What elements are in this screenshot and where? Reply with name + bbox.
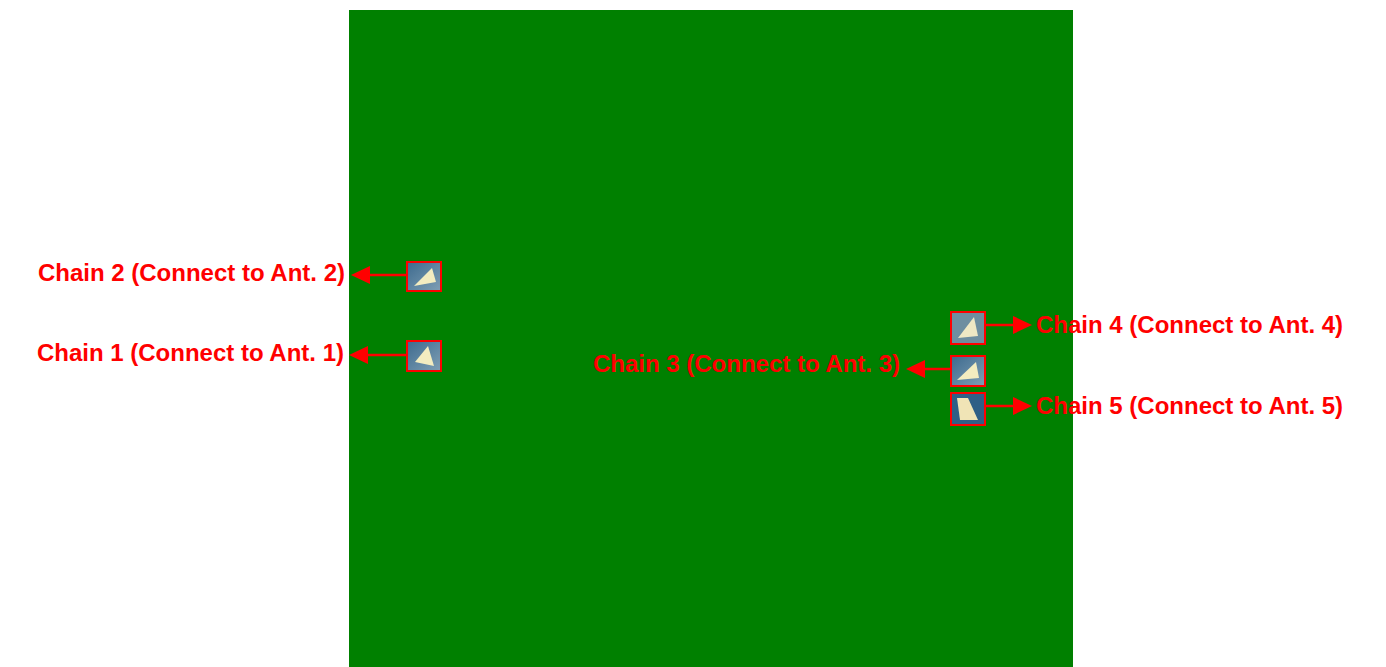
arrow-head — [1013, 397, 1032, 415]
connector-icon — [407, 341, 441, 371]
arrow-head — [349, 346, 368, 364]
leader-line — [923, 368, 950, 371]
connector-icon — [951, 393, 985, 425]
leader-line — [368, 274, 406, 277]
chain-label: Chain 3 (Connect to Ant. 3) — [593, 351, 900, 377]
connector-glyph — [957, 398, 978, 420]
leader-line — [366, 354, 406, 357]
chain-label: Chain 2 (Connect to Ant. 2) — [38, 260, 345, 286]
chain-label: Chain 4 (Connect to Ant. 4) — [1036, 312, 1343, 338]
connector-glyph — [415, 346, 434, 366]
chain-label: Chain 5 (Connect to Ant. 5) — [1036, 393, 1343, 419]
chain-label: Chain 1 (Connect to Ant. 1) — [37, 340, 344, 366]
connector-icon — [951, 356, 985, 386]
board — [349, 10, 1073, 667]
connector-glyph — [957, 362, 979, 380]
arrow-head — [351, 266, 370, 284]
arrow-head — [1013, 316, 1032, 334]
antenna-connector — [407, 341, 441, 371]
connector-icon — [407, 262, 441, 291]
arrow-head — [906, 360, 925, 378]
connector-icon — [951, 312, 985, 344]
antenna-connector — [951, 356, 985, 386]
antenna-connector — [951, 312, 985, 344]
leader-line — [985, 405, 1016, 408]
antenna-connector — [407, 262, 441, 291]
leader-line — [985, 324, 1016, 327]
connector-glyph — [958, 317, 978, 338]
connector-glyph — [414, 268, 436, 286]
antenna-connector — [951, 393, 985, 425]
